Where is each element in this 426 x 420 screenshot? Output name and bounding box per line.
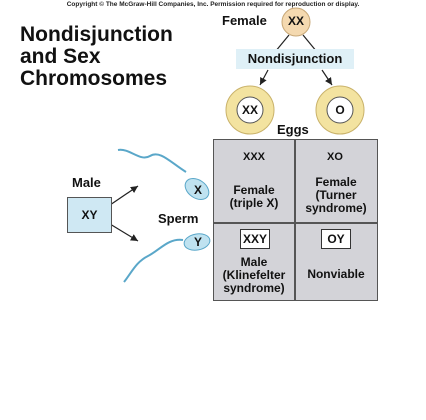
arrow-to-egg-o <box>321 69 333 86</box>
sperm-y-tail <box>123 238 184 283</box>
arrow-to-sperm-y <box>109 223 139 242</box>
cell-xxy-line-3: syndrome) <box>223 281 285 295</box>
cell-xo-line-3: syndrome) <box>305 201 367 215</box>
female-label: Female <box>222 13 267 28</box>
male-karyotype-box: XY <box>67 197 112 233</box>
title-line-1: Nondisjunction <box>20 23 173 46</box>
sperm-y-label: Y <box>193 235 202 249</box>
egg-xx-nucleus <box>236 96 264 124</box>
cell-xo-karyotype: XO <box>327 151 343 163</box>
sperm-x-tail <box>117 148 187 173</box>
grid-horizontal-divider <box>213 222 378 224</box>
title-line-2: and Sex <box>20 45 101 68</box>
cell-oy-line-1: Nonviable <box>307 267 365 281</box>
cell-xxx-karyotype: XXX <box>242 151 265 163</box>
arrow-to-egg-xx <box>259 69 269 86</box>
cell-xxy-karyotype: XXY <box>240 229 270 249</box>
grid-vertical-divider <box>294 139 296 300</box>
sperm-x-label: X <box>193 183 202 197</box>
cell-xo-description: Female (Turner syndrome) <box>296 176 376 215</box>
cell-xxy-description: Male (Klinefelter syndrome) <box>215 256 293 295</box>
sperm-label: Sperm <box>158 211 199 226</box>
sperm-x-head <box>184 178 210 200</box>
cell-xxx-description: Female (triple X) <box>215 184 293 210</box>
cell-xo-line-1: Female <box>315 175 357 189</box>
female-karyotype: XX <box>287 14 304 28</box>
diagram-title: Nondisjunction and Sex Chromosomes <box>20 24 220 90</box>
title-line-3: Chromosomes <box>20 67 168 90</box>
eggs-label: Eggs <box>277 122 309 137</box>
sperm-y-head <box>183 233 211 251</box>
egg-o-karyotype: O <box>335 103 345 117</box>
copyright-notice: Copyright © The McGraw-Hill Companies, I… <box>66 1 360 8</box>
cell-xo-line-2: (Turner <box>315 188 357 202</box>
cell-xxx-line-2: (triple X) <box>229 196 279 210</box>
cell-oy-description: Nonviable <box>296 268 376 281</box>
cell-xxy-line-1: Male <box>240 255 268 269</box>
male-label: Male <box>72 175 101 190</box>
cell-xxy-line-2: (Klinefelter <box>222 268 286 282</box>
cell-xxx-line-1: Female <box>233 183 275 197</box>
arrow-to-sperm-x <box>109 185 139 206</box>
female-cell-circle <box>281 7 311 37</box>
egg-o-nucleus <box>326 96 354 124</box>
cell-oy-karyotype: OY <box>321 229 351 249</box>
nondisjunction-label: Nondisjunction <box>236 49 354 69</box>
egg-xx-karyotype: XX <box>241 103 258 117</box>
